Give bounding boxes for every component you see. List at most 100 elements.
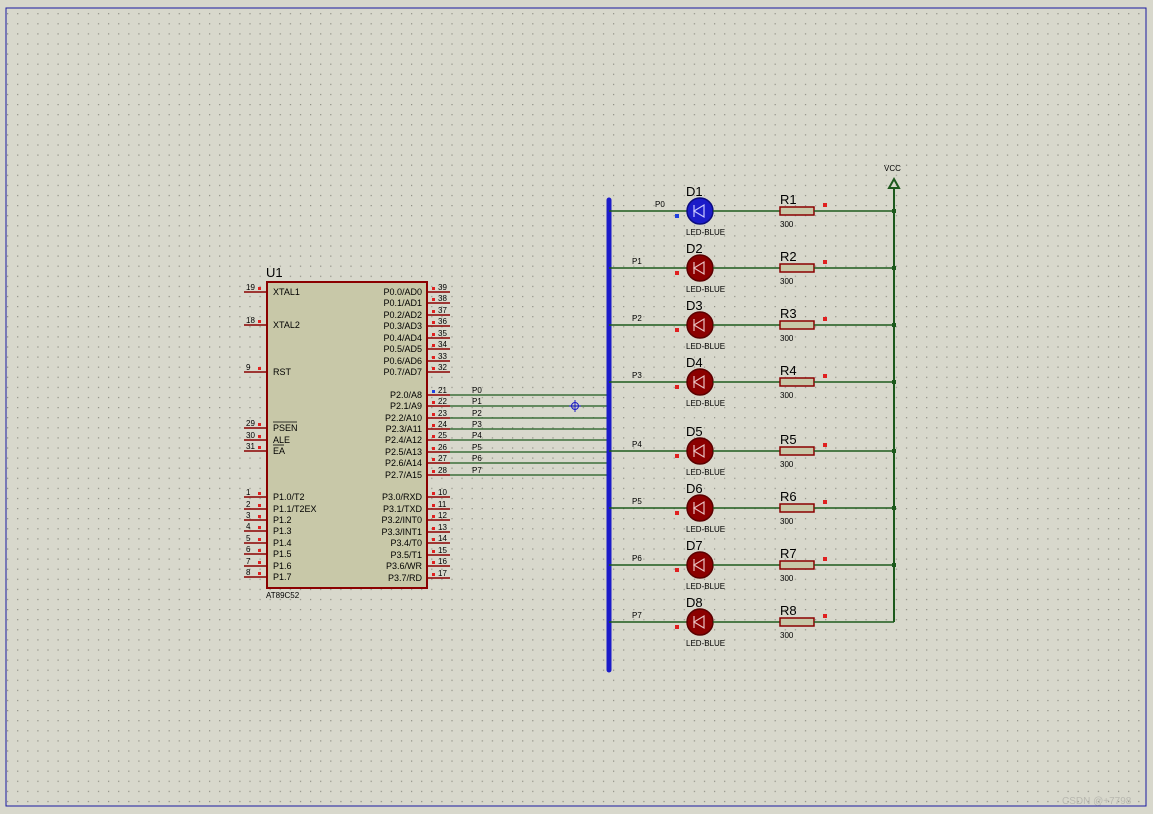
pin-number: 27 [438,454,447,463]
pin-marker [823,614,827,618]
pin-name: P1.7 [273,572,292,582]
pin-marker [258,435,261,438]
pin-marker [258,561,261,564]
pin-number: 5 [246,534,251,543]
net-label: P3 [472,420,482,429]
mcu-right-pins: 39P0.0/AD038P0.1/AD137P0.2/AD236P0.3/AD3… [381,283,450,583]
pin-marker [258,320,261,323]
led-ref: D7 [686,538,703,553]
pin-number: 35 [438,329,447,338]
pin-name: P2.7/A15 [385,470,422,480]
pin-marker [432,344,435,347]
led-ref: D2 [686,241,703,256]
pin-marker [258,367,261,370]
pin-marker [675,271,679,275]
pin-name: XTAL2 [273,320,300,330]
pin-name: P1.0/T2 [273,492,305,502]
pin-marker [432,310,435,313]
pin-marker [432,561,435,564]
pin-marker [258,572,261,575]
pin-number: 6 [246,545,251,554]
pin-number: 31 [246,442,255,451]
led-ref: D6 [686,481,703,496]
pin-number: 34 [438,340,447,349]
led-ref: D5 [686,424,703,439]
pin-marker [432,424,435,427]
pin-name: ALE [273,435,290,445]
pin-name: P2.4/A12 [385,435,422,445]
row-net-label: P0 [655,200,665,209]
pin-marker [432,527,435,530]
diode-symbol-icon [692,203,705,219]
pin-number: 38 [438,294,447,303]
resistor-value: 300 [780,631,794,640]
pin-marker [675,511,679,515]
pin-name: P0.2/AD2 [383,310,422,320]
diode-symbol-icon [692,557,705,573]
mcu-body [266,281,428,589]
vcc-label: VCC [884,164,901,173]
diode-symbol-icon [692,614,705,630]
led-ref: D8 [686,595,703,610]
vcc-terminal[interactable]: VCC [884,164,901,189]
grid-dots [6,8,1146,806]
pin-name: RST [273,367,292,377]
led-body [686,311,714,339]
pin-marker [432,573,435,576]
